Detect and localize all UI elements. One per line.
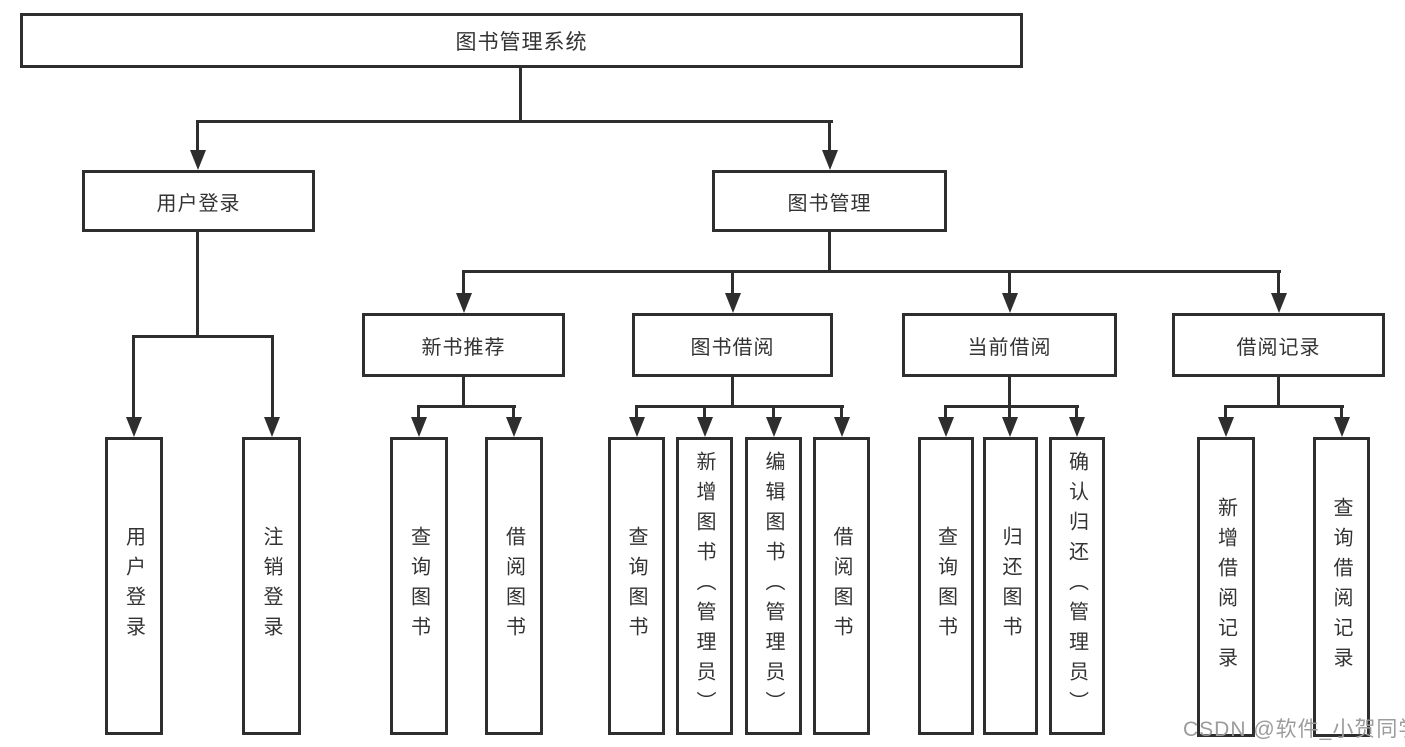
leaf-user-login-label: 用户登录 — [122, 526, 145, 646]
leaf-add-borrow-record: 新增借阅记录 — [1197, 437, 1255, 737]
node-root-label: 图书管理系统 — [455, 30, 588, 54]
arrow-down-icon — [697, 417, 713, 437]
csdn-watermark: CSDN @软件_小贺同学 — [1183, 718, 1405, 741]
arrow-down-icon — [766, 417, 782, 437]
leaf-confirm-return-admin-label: 确认归还（管理员） — [1065, 451, 1088, 721]
connector-line — [772, 405, 775, 419]
leaf-query-books-borrowing-label: 查询图书 — [625, 526, 647, 646]
leaf-logout-label: 注销登录 — [260, 526, 282, 646]
arrow-down-icon — [822, 150, 838, 170]
node-book-borrowing: 图书借阅 — [632, 313, 833, 377]
arrow-down-icon — [411, 417, 427, 437]
leaf-query-books-current-label: 查询图书 — [934, 526, 957, 646]
connector-line — [1008, 377, 1011, 405]
connector-line — [1008, 405, 1011, 419]
leaf-query-borrow-record-label: 查询借阅记录 — [1330, 497, 1352, 677]
connector-line — [462, 377, 465, 405]
node-current-borrowing-label: 当前借阅 — [967, 336, 1052, 359]
connector-line — [1277, 270, 1280, 295]
connector-line — [462, 270, 1281, 273]
connector-line — [132, 335, 135, 419]
connector-line — [417, 405, 516, 408]
node-book-borrowing-label: 图书借阅 — [690, 336, 775, 359]
arrow-down-icon — [1271, 293, 1287, 313]
connector-line — [944, 405, 947, 419]
leaf-query-books-current: 查询图书 — [918, 437, 974, 735]
connector-line — [196, 232, 199, 335]
arrow-down-icon — [1334, 417, 1350, 437]
node-borrowing-records-label: 借阅记录 — [1236, 336, 1321, 359]
connector-line — [512, 405, 515, 419]
connector-line — [1075, 405, 1078, 419]
node-new-book-recommendation-label: 新书推荐 — [421, 336, 506, 359]
connector-line — [828, 232, 831, 270]
connector-line — [417, 405, 420, 419]
arrow-down-icon — [1002, 293, 1018, 313]
arrow-down-icon — [264, 417, 280, 437]
connector-line — [271, 335, 274, 419]
connector-line — [132, 335, 274, 338]
node-book-management: 图书管理 — [712, 170, 947, 232]
leaf-add-borrow-record-label: 新增借阅记录 — [1214, 497, 1237, 677]
arrow-down-icon — [1069, 417, 1085, 437]
leaf-query-books-recommend: 查询图书 — [390, 437, 448, 735]
arrow-down-icon — [1002, 417, 1018, 437]
connector-line — [635, 405, 638, 419]
leaf-borrow-books: 借阅图书 — [813, 437, 870, 735]
node-current-borrowing: 当前借阅 — [902, 313, 1117, 377]
leaf-confirm-return-admin: 确认归还（管理员） — [1049, 437, 1105, 735]
arrow-down-icon — [629, 417, 645, 437]
arrow-down-icon — [190, 150, 206, 170]
leaf-borrow-books-recommend-label: 借阅图书 — [502, 526, 525, 646]
arrow-down-icon — [938, 417, 954, 437]
node-book-management-label: 图书管理 — [787, 192, 872, 215]
node-user-login: 用户登录 — [82, 170, 315, 232]
connector-line — [731, 270, 734, 295]
leaf-return-books: 归还图书 — [983, 437, 1038, 735]
arrow-down-icon — [725, 293, 741, 313]
connector-line — [731, 377, 734, 405]
connector-line — [828, 120, 831, 152]
node-new-book-recommendation: 新书推荐 — [362, 313, 565, 377]
node-user-login-label: 用户登录 — [156, 192, 241, 215]
leaf-add-books-admin: 新增图书（管理员） — [676, 437, 733, 735]
node-root-library-management-system: 图书管理系统 — [20, 13, 1023, 68]
leaf-add-books-admin-label: 新增图书（管理员） — [693, 451, 715, 721]
connector-line — [840, 405, 843, 419]
connector-line — [635, 405, 844, 408]
leaf-query-books-borrowing: 查询图书 — [608, 437, 665, 735]
connector-line — [196, 120, 199, 152]
connector-line — [1224, 405, 1344, 408]
connector-line — [1277, 377, 1280, 405]
leaf-edit-books-admin: 编辑图书（管理员） — [745, 437, 802, 735]
connector-line — [196, 120, 833, 123]
connector-line — [462, 270, 465, 295]
connector-line — [1224, 405, 1227, 419]
arrow-down-icon — [126, 417, 142, 437]
connector-line — [519, 68, 522, 120]
leaf-borrow-books-recommend: 借阅图书 — [485, 437, 543, 735]
arrow-down-icon — [456, 293, 472, 313]
leaf-user-login: 用户登录 — [105, 437, 163, 735]
arrow-down-icon — [1218, 417, 1234, 437]
leaf-edit-books-admin-label: 编辑图书（管理员） — [762, 451, 784, 721]
connector-line — [1008, 270, 1011, 295]
node-borrowing-records: 借阅记录 — [1172, 313, 1385, 377]
leaf-logout: 注销登录 — [242, 437, 301, 735]
leaf-borrow-books-label: 借阅图书 — [830, 526, 852, 646]
arrow-down-icon — [834, 417, 850, 437]
connector-line — [944, 405, 1079, 408]
connector-line — [1340, 405, 1343, 419]
connector-line — [703, 405, 706, 419]
leaf-query-books-recommend-label: 查询图书 — [407, 526, 430, 646]
leaf-query-borrow-record: 查询借阅记录 — [1313, 437, 1370, 737]
arrow-down-icon — [506, 417, 522, 437]
leaf-return-books-label: 归还图书 — [999, 526, 1021, 646]
